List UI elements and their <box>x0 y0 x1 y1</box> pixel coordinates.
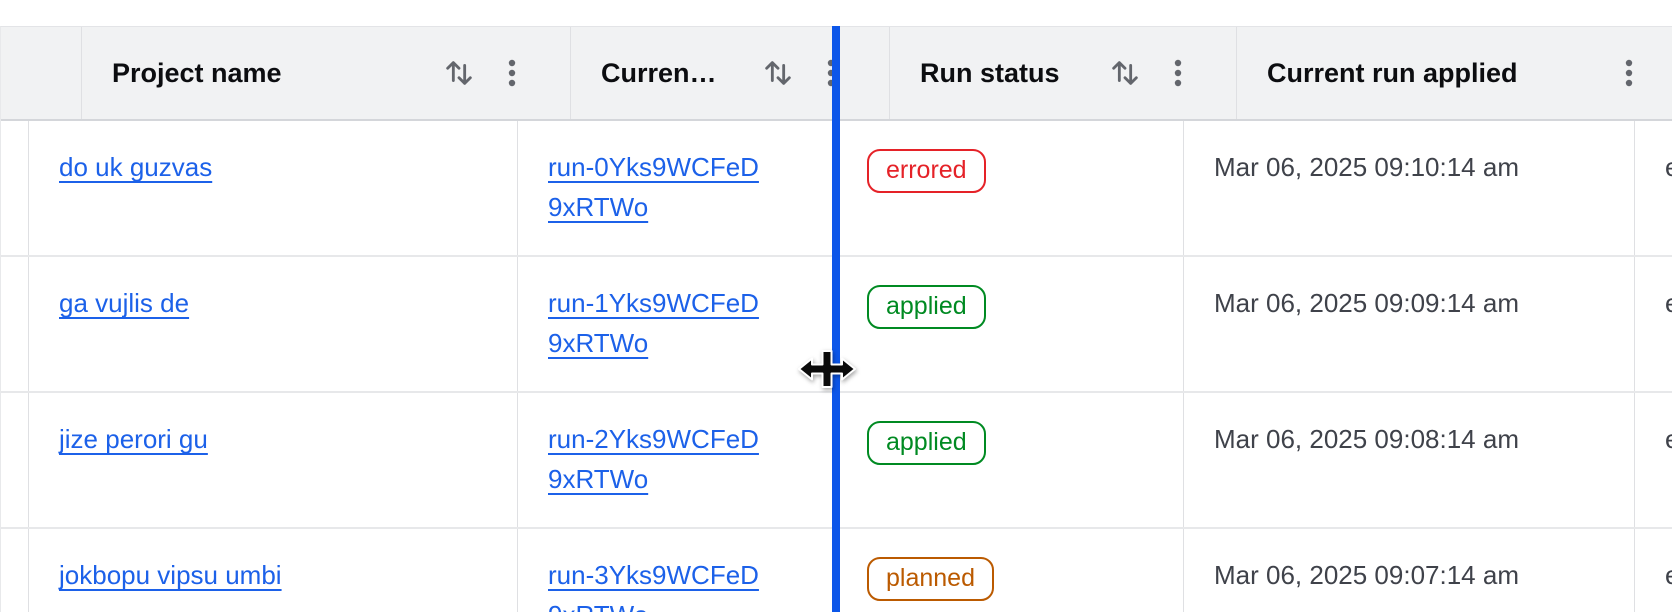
row-gutter-cell <box>1 121 29 255</box>
project-name-cell: jokbopu vipsu umbi <box>29 529 518 612</box>
next-column-cell: e <box>1635 529 1672 612</box>
sort-button-current-run[interactable] <box>759 54 797 92</box>
run-link[interactable]: run-3Yks9WCFeD 9xRTWo <box>548 555 806 612</box>
column-label-project-name: Project name <box>112 57 282 88</box>
sort-button-run-status[interactable] <box>1106 54 1144 92</box>
row-gutter-cell <box>1 393 29 527</box>
kebab-menu-icon <box>1625 59 1633 87</box>
project-link[interactable]: jize perori gu <box>59 424 208 454</box>
project-name-cell: ga vujlis de <box>29 257 518 391</box>
run-status-cell: applied <box>837 257 1184 391</box>
current-run-applied-cell: Mar 06, 2025 09:10:14 am <box>1184 121 1635 255</box>
project-link[interactable]: jokbopu vipsu umbi <box>59 560 282 590</box>
current-run-cell: run-2Yks9WCFeD 9xRTWo <box>518 393 837 527</box>
row-gutter-cell <box>1 529 29 612</box>
run-id-line1: run-3Yks9WCFeD <box>548 560 759 590</box>
header-cell-run-status: Run status <box>890 27 1237 119</box>
project-name-cell: do uk guzvas <box>29 121 518 255</box>
run-link[interactable]: run-2Yks9WCFeD 9xRTWo <box>548 419 806 499</box>
run-id-line1: run-0Yks9WCFeD <box>548 152 759 182</box>
status-badge: applied <box>867 285 986 329</box>
next-column-cell: e <box>1635 393 1672 527</box>
column-label-current-run: Curren… <box>601 57 717 88</box>
row-gutter-cell <box>1 257 29 391</box>
run-id-line2: 9xRTWo <box>548 192 649 222</box>
run-id-line1: run-2Yks9WCFeD <box>548 424 759 454</box>
header-cell-current-run-applied: Current run applied <box>1237 27 1672 119</box>
next-column-cell: e <box>1635 121 1672 255</box>
current-run-applied-cell: Mar 06, 2025 09:09:14 am <box>1184 257 1635 391</box>
project-name-cell: jize perori gu <box>29 393 518 527</box>
sort-icon <box>1112 61 1138 85</box>
column-menu-button-run-status[interactable] <box>1170 55 1186 91</box>
header-cell-current-run: Curren… <box>571 27 890 119</box>
run-link[interactable]: run-0Yks9WCFeD 9xRTWo <box>548 147 806 227</box>
header-gutter-cell <box>1 27 82 119</box>
run-id-line2: 9xRTWo <box>548 595 806 612</box>
current-run-applied-cell: Mar 06, 2025 09:07:14 am <box>1184 529 1635 612</box>
status-badge: errored <box>867 149 986 193</box>
sort-button-project-name[interactable] <box>440 54 478 92</box>
run-id-line1: run-1Yks9WCFeD <box>548 288 759 318</box>
project-link[interactable]: ga vujlis de <box>59 288 190 318</box>
run-status-cell: planned <box>837 529 1184 612</box>
current-run-applied-cell: Mar 06, 2025 09:08:14 am <box>1184 393 1635 527</box>
col-resize-cursor-icon <box>798 350 856 388</box>
kebab-menu-icon <box>508 59 516 87</box>
header-cell-project-name: Project name <box>82 27 571 119</box>
column-label-current-run-applied: Current run applied <box>1267 57 1518 88</box>
run-id-line2: 9xRTWo <box>548 328 649 358</box>
run-status-cell: applied <box>837 393 1184 527</box>
status-badge: planned <box>867 557 994 601</box>
sort-icon <box>765 61 791 85</box>
sort-icon <box>446 61 472 85</box>
project-link[interactable]: do uk guzvas <box>59 152 213 182</box>
current-run-cell: run-0Yks9WCFeD 9xRTWo <box>518 121 837 255</box>
column-menu-button-current-run-applied[interactable] <box>1621 55 1637 91</box>
run-id-line2: 9xRTWo <box>548 464 649 494</box>
column-label-run-status: Run status <box>920 57 1060 88</box>
run-status-cell: errored <box>837 121 1184 255</box>
column-resize-indicator[interactable] <box>832 26 840 612</box>
run-link[interactable]: run-1Yks9WCFeD 9xRTWo <box>548 283 806 363</box>
status-badge: applied <box>867 421 986 465</box>
current-run-cell: run-1Yks9WCFeD 9xRTWo <box>518 257 837 391</box>
current-run-cell: run-3Yks9WCFeD 9xRTWo <box>518 529 837 612</box>
kebab-menu-icon <box>1174 59 1182 87</box>
column-menu-button-project-name[interactable] <box>504 55 520 91</box>
next-column-cell: e <box>1635 257 1672 391</box>
